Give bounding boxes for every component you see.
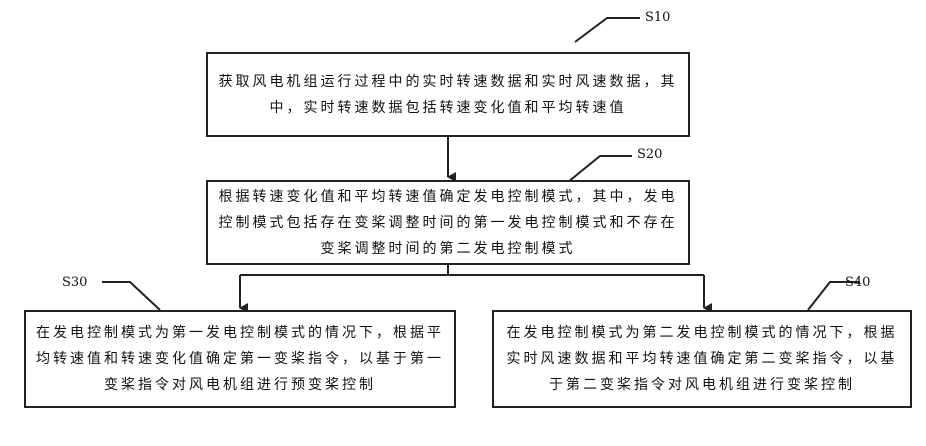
step-label-s40: S40 xyxy=(845,275,870,290)
leader-s30 xyxy=(102,282,160,310)
step-text-s20: 根据转速变化值和平均转速值确定发电控制模式，其中，发电控制模式包括存在变桨调整时… xyxy=(208,184,688,262)
step-box-s40: 在发电控制模式为第二发电控制模式的情况下，根据实时风速数据和平均转速值确定第二变… xyxy=(492,310,912,408)
step-box-s20: 根据转速变化值和平均转速值确定发电控制模式，其中，发电控制模式包括存在变桨调整时… xyxy=(206,180,690,265)
step-text-s40: 在发电控制模式为第二发电控制模式的情况下，根据实时风速数据和平均转速值确定第二变… xyxy=(494,320,910,398)
step-box-s10: 获取风电机组运行过程中的实时转速数据和实时风速数据，其中，实时转速数据包括转速变… xyxy=(206,52,690,137)
step-label-s10: S10 xyxy=(645,10,670,25)
step-label-s30: S30 xyxy=(62,275,87,290)
leader-s20 xyxy=(568,156,632,182)
leader-s10 xyxy=(575,18,640,42)
step-box-s30: 在发电控制模式为第一发电控制模式的情况下，根据平均转速值和转速变化值确定第一变桨… xyxy=(24,310,456,408)
step-text-s10: 获取风电机组运行过程中的实时转速数据和实时风速数据，其中，实时转速数据包括转速变… xyxy=(208,69,688,121)
step-label-s20: S20 xyxy=(637,147,662,162)
step-text-s30: 在发电控制模式为第一发电控制模式的情况下，根据平均转速值和转速变化值确定第一变桨… xyxy=(26,320,454,398)
